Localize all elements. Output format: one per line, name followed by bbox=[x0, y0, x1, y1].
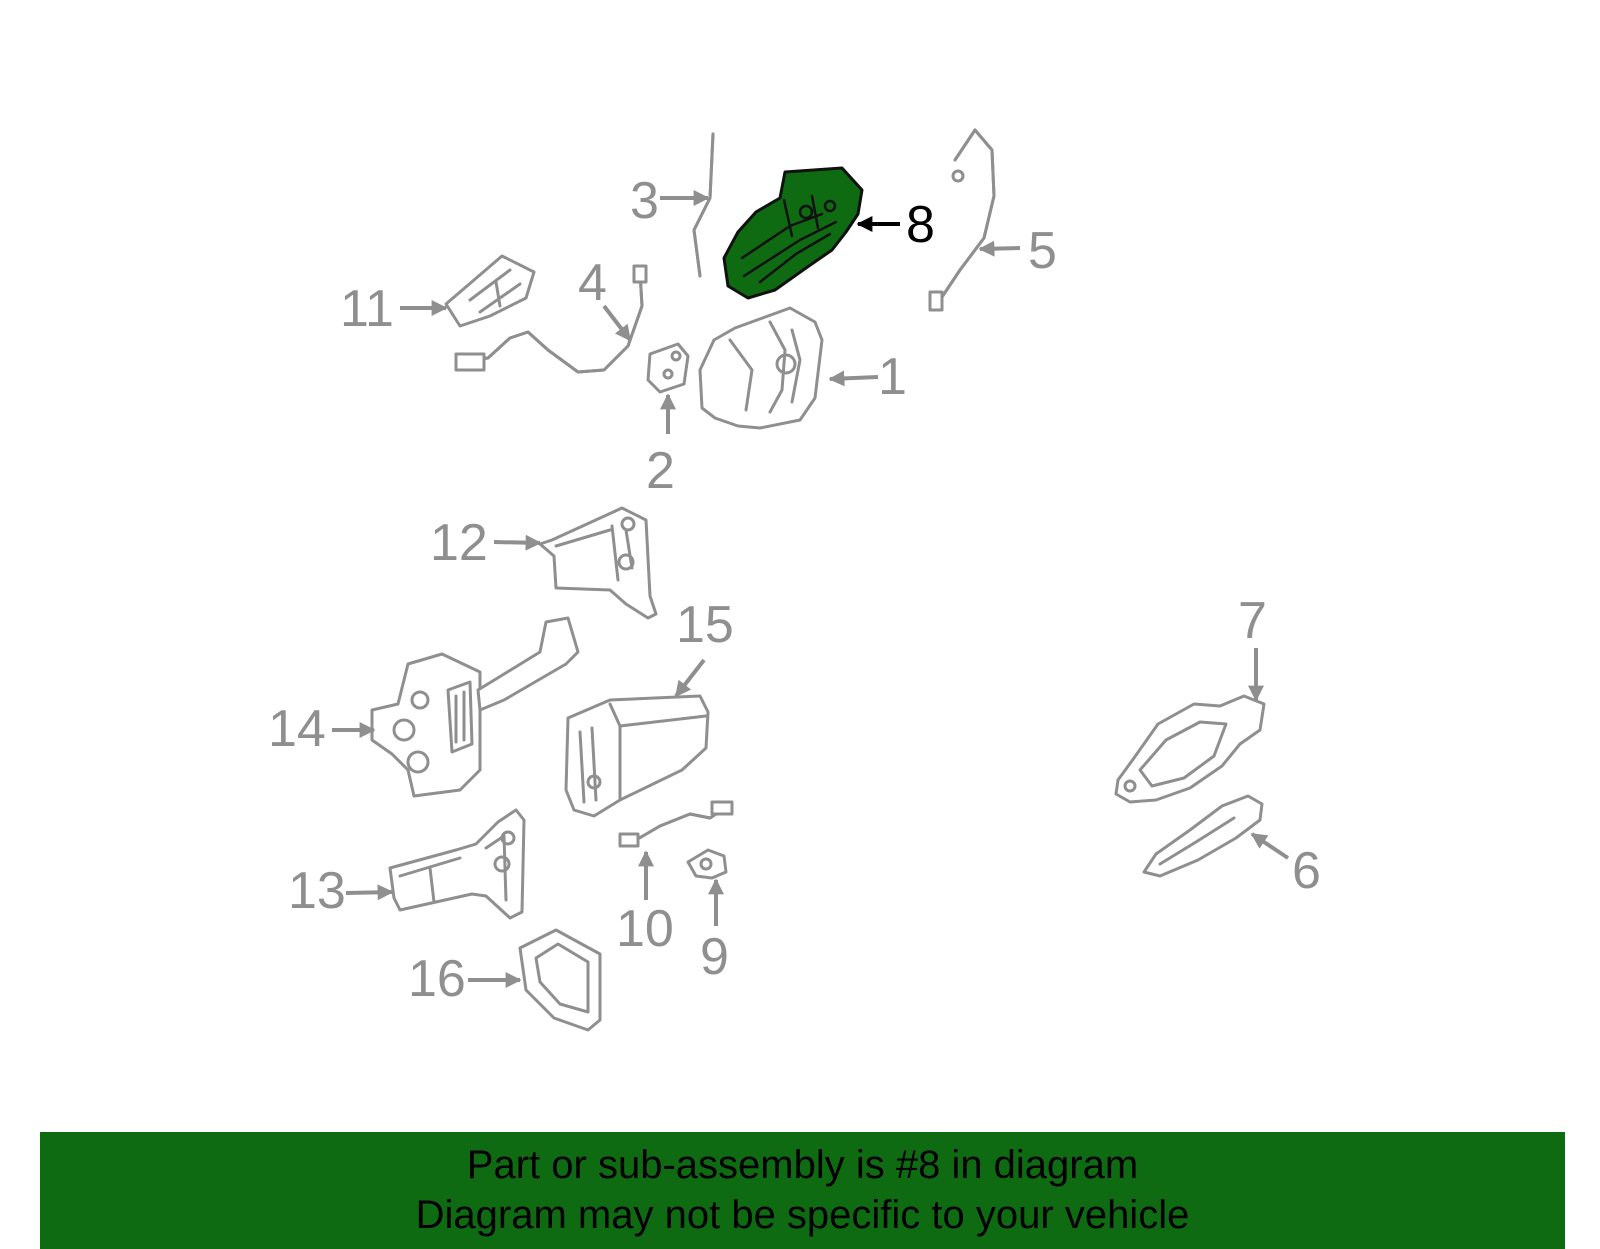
callout-15[interactable]: 15 bbox=[676, 596, 734, 654]
callout-2[interactable]: 2 bbox=[646, 442, 675, 500]
banner-line-1: Part or sub-assembly is #8 in diagram bbox=[466, 1143, 1139, 1187]
part-16-gasket[interactable] bbox=[518, 928, 602, 1032]
callout-11[interactable]: 11 bbox=[340, 280, 394, 338]
part-11-block[interactable] bbox=[444, 254, 536, 328]
callout-12[interactable]: 12 bbox=[430, 514, 488, 572]
part-13-hinge[interactable] bbox=[388, 808, 526, 920]
callout-16[interactable]: 16 bbox=[408, 950, 466, 1008]
banner-line-2: Diagram may not be specific to your vehi… bbox=[415, 1193, 1190, 1237]
part-2-clip[interactable] bbox=[646, 342, 690, 394]
part-1-lock-actuator[interactable] bbox=[698, 306, 824, 430]
leader-1 bbox=[828, 370, 879, 387]
callout-9[interactable]: 9 bbox=[700, 928, 729, 986]
part-14-door-check[interactable] bbox=[370, 616, 580, 798]
callout-8[interactable]: 8 bbox=[906, 196, 935, 254]
leader-6 bbox=[1250, 832, 1290, 860]
part-9-grommet[interactable] bbox=[686, 848, 728, 880]
callout-3[interactable]: 3 bbox=[630, 172, 659, 230]
leader-15 bbox=[674, 658, 706, 698]
part-10-sensor[interactable] bbox=[618, 800, 734, 848]
part-8-highlighted[interactable] bbox=[722, 166, 864, 300]
part-6-outer-handle[interactable] bbox=[1142, 794, 1264, 878]
callout-1[interactable]: 1 bbox=[878, 348, 907, 406]
info-banner: Part or sub-assembly is #8 in diagram Di… bbox=[40, 1132, 1565, 1249]
part-12-hinge[interactable] bbox=[538, 506, 658, 620]
callout-6[interactable]: 6 bbox=[1292, 842, 1321, 900]
leader-12 bbox=[493, 534, 542, 551]
leader-4 bbox=[602, 304, 632, 342]
part-15-housing[interactable] bbox=[564, 694, 710, 818]
callout-7[interactable]: 7 bbox=[1238, 592, 1267, 650]
callout-4[interactable]: 4 bbox=[578, 254, 607, 312]
callout-13[interactable]: 13 bbox=[288, 862, 346, 920]
leader-13 bbox=[345, 884, 394, 901]
part-3-rod[interactable] bbox=[692, 132, 715, 278]
part-4-cable[interactable] bbox=[454, 264, 648, 374]
part-7-handle-cover[interactable] bbox=[1114, 694, 1266, 804]
callout-10[interactable]: 10 bbox=[616, 900, 674, 958]
part-5-cable[interactable] bbox=[928, 128, 996, 312]
leader-5 bbox=[978, 240, 1021, 257]
callout-5[interactable]: 5 bbox=[1028, 222, 1057, 280]
callout-14[interactable]: 14 bbox=[268, 700, 326, 758]
